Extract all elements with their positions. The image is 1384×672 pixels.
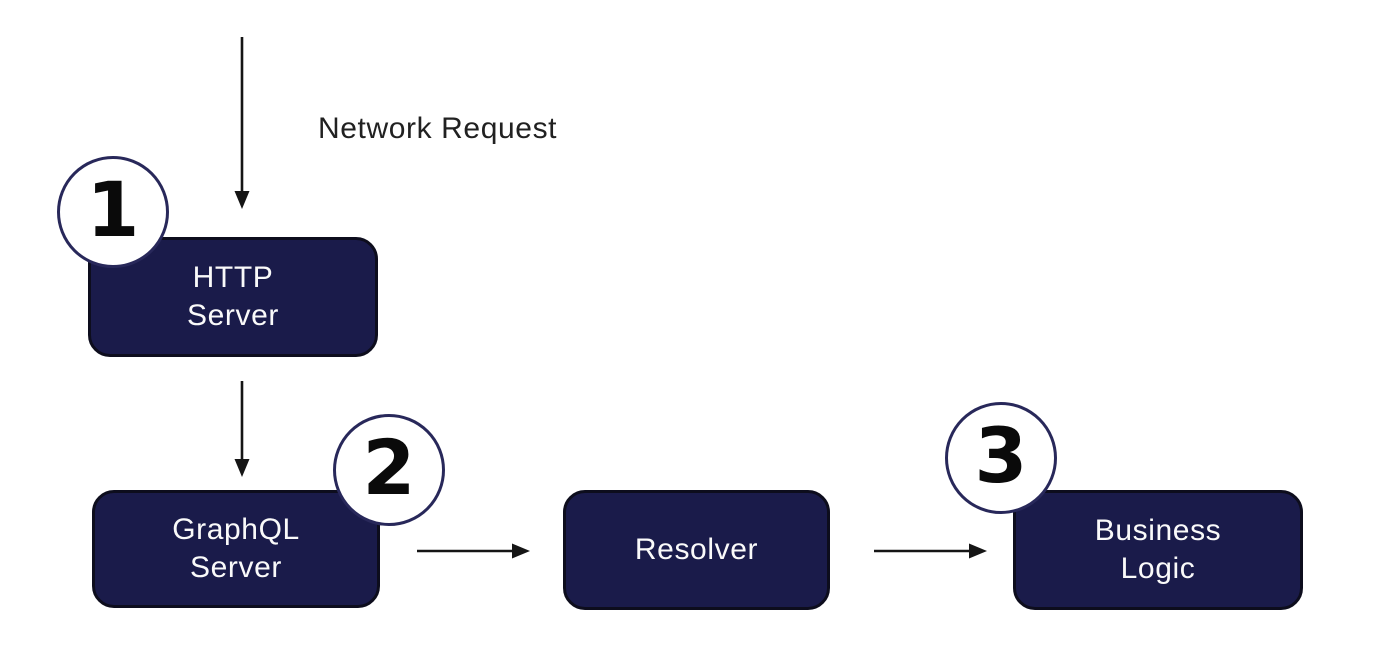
step-badge-1: 1	[57, 156, 169, 268]
node-graphql-server-label: GraphQL Server	[172, 511, 300, 587]
node-resolver: Resolver	[563, 490, 830, 610]
step-badge-2: 2	[333, 414, 445, 526]
node-label-line: Business	[1094, 514, 1222, 547]
arrow-graphql-to-resolver	[417, 543, 530, 559]
node-label-line: Server	[190, 551, 282, 584]
node-http-server-label: HTTP Server	[187, 259, 279, 335]
network-request-label: Network Request	[318, 112, 558, 145]
step-number: 2	[362, 423, 416, 512]
arrow-resolver-to-business	[874, 543, 987, 559]
arrow-http-to-graphql	[234, 381, 250, 477]
node-graphql-server: GraphQL Server	[92, 490, 380, 608]
node-label-line: Server	[187, 299, 279, 332]
node-resolver-label: Resolver	[635, 531, 758, 569]
node-label-line: Logic	[1120, 552, 1196, 585]
node-http-server: HTTP Server	[88, 237, 378, 357]
node-label-line: GraphQL	[172, 513, 300, 546]
node-business-logic-label: Business Logic	[1095, 512, 1222, 588]
node-label-line: HTTP	[192, 261, 274, 294]
node-business-logic: Business Logic	[1013, 490, 1303, 610]
step-number: 3	[974, 411, 1028, 500]
node-label-line: Resolver	[634, 533, 759, 566]
step-number: 1	[86, 165, 140, 254]
arrow-network-request-down	[234, 37, 250, 209]
step-badge-3: 3	[945, 402, 1057, 514]
